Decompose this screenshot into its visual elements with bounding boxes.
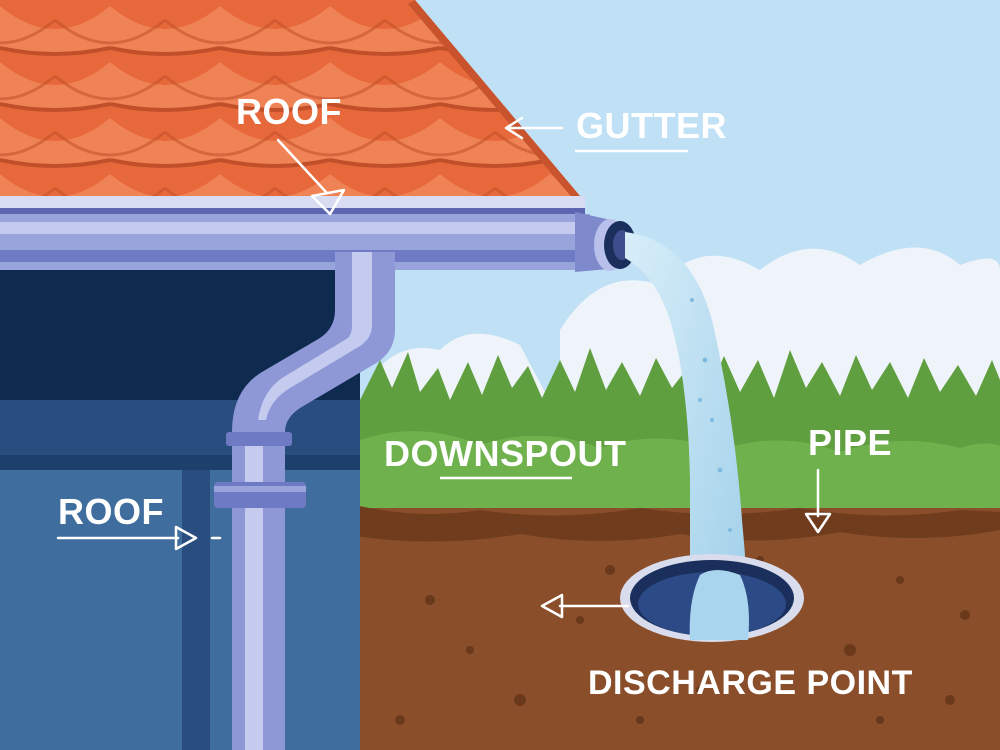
wall-panel-left xyxy=(0,470,182,750)
label-discharge-point: DISCHARGE POINT xyxy=(588,664,913,702)
fascia-board xyxy=(0,196,585,210)
roof-edge xyxy=(408,0,580,200)
soil-top-edge xyxy=(355,505,1000,542)
label-underlines xyxy=(440,149,688,480)
label-roof-side: ROOF xyxy=(58,491,164,532)
gutter-lower-band xyxy=(0,250,575,262)
label-pipe: PIPE xyxy=(808,422,892,463)
downspout-collar-top xyxy=(226,432,292,446)
gutter-highlight xyxy=(0,222,580,234)
grass-front xyxy=(360,431,1000,520)
water-stream xyxy=(625,232,748,640)
label-roof-top: ROOF xyxy=(236,91,342,132)
label-gutter: GUTTER xyxy=(576,105,727,146)
downspout-bracket xyxy=(214,482,306,508)
label-downspout: DOWNSPOUT xyxy=(384,433,627,474)
arrow-icon xyxy=(56,116,832,619)
discharge-hole xyxy=(620,554,804,642)
fascia-shadow xyxy=(0,208,585,214)
wall-trim xyxy=(0,455,360,470)
downspout xyxy=(214,252,395,750)
